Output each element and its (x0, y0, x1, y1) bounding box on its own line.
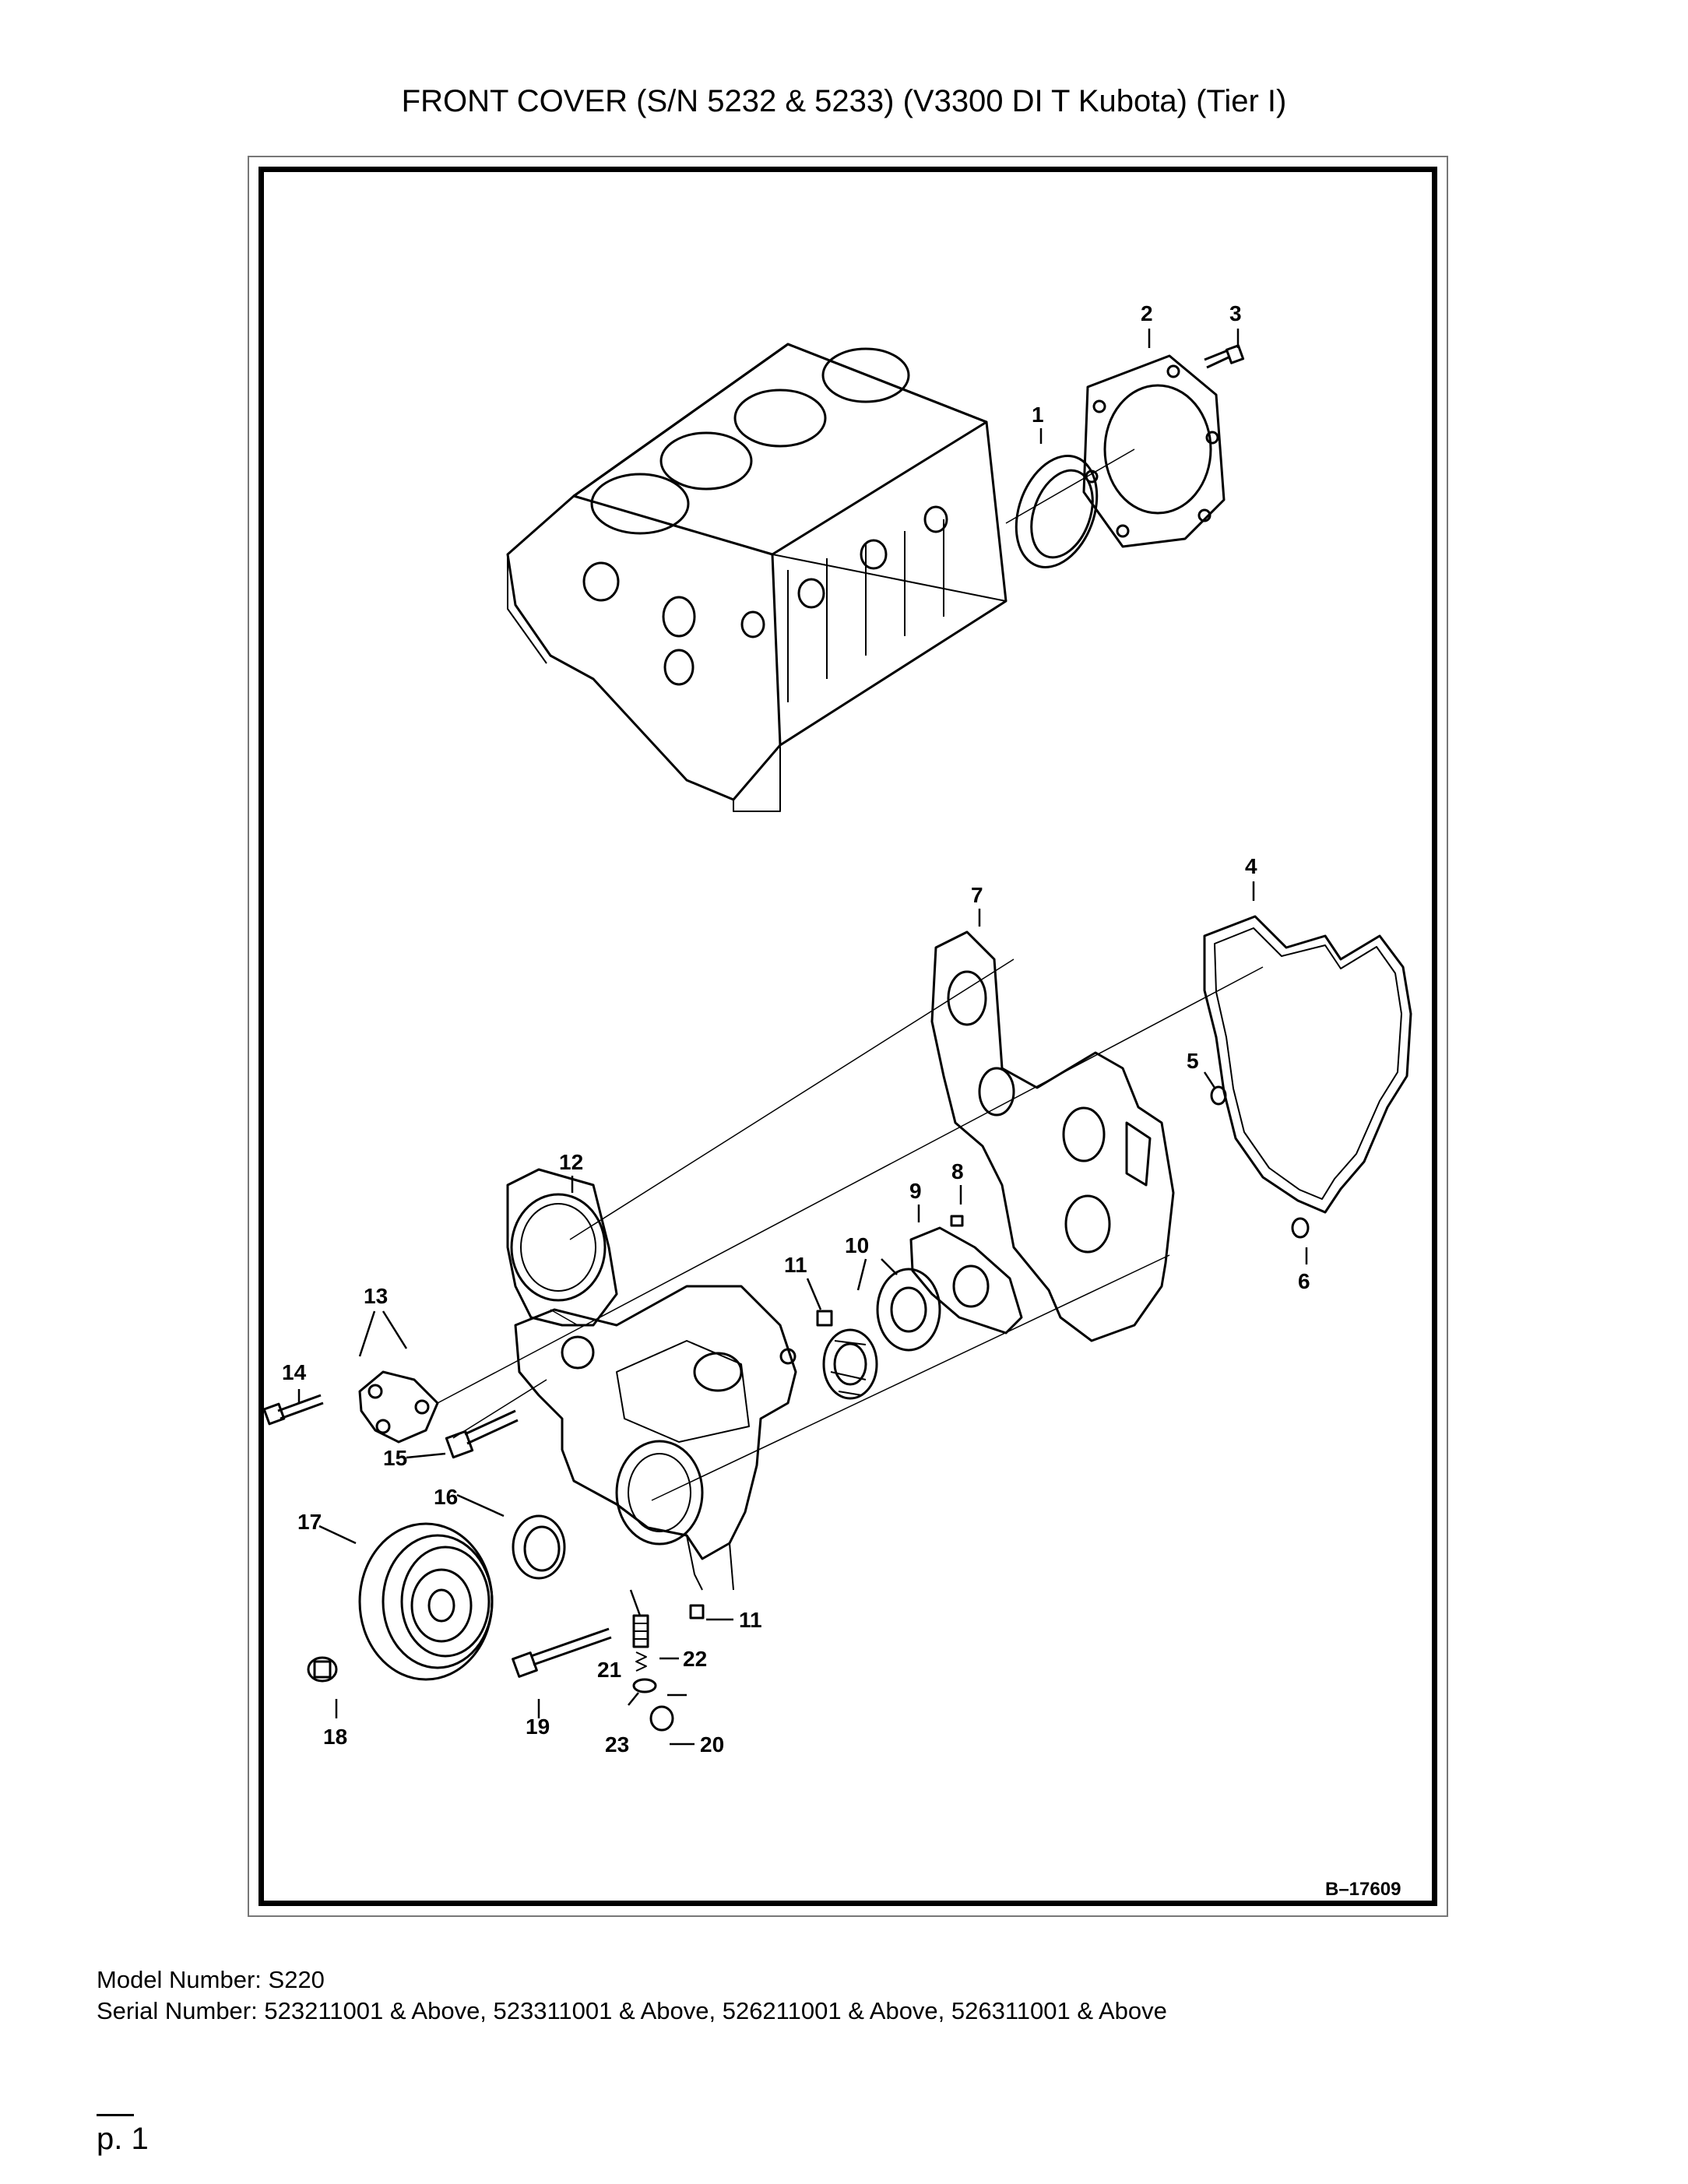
exploded-parts-diagram: 1 2 3 4 5 6 7 8 9 10 11 11 12 13 14 15 1… (258, 167, 1437, 1906)
page-number: p. 1 (97, 2122, 149, 2156)
callout-8: 8 (951, 1159, 964, 1183)
o-ring-upper (1210, 1085, 1227, 1106)
figure-id: B–17609 (1325, 1879, 1401, 1900)
pulley-bolt (307, 1656, 338, 1683)
callout-10: 10 (845, 1233, 869, 1257)
diagram-canvas: 1 2 3 4 5 6 7 8 9 10 11 11 12 13 14 15 1… (264, 301, 1412, 1900)
callout-17: 17 (297, 1510, 322, 1534)
relief-valve-plug (632, 1614, 674, 1732)
engine-block (506, 343, 1008, 812)
callout-13: 13 (364, 1284, 388, 1308)
callout-11-upper: 11 (784, 1253, 807, 1277)
page-rule (97, 2114, 134, 2116)
callout-22: 22 (683, 1647, 707, 1671)
long-bolt (512, 1627, 612, 1678)
front-gear-case (514, 1285, 797, 1591)
rear-oil-seal (1015, 455, 1099, 568)
callout-18: 18 (323, 1725, 347, 1749)
callout-15: 15 (383, 1446, 407, 1470)
callout-11-lower: 11 (739, 1608, 762, 1632)
callout-20: 20 (700, 1732, 724, 1757)
callout-7: 7 (971, 883, 983, 907)
bracket-bolt (264, 1394, 324, 1426)
callout-4: 4 (1245, 854, 1257, 878)
oil-pump-cover (909, 1226, 1023, 1335)
seal-housing (1082, 354, 1226, 548)
cover-bolt (445, 1409, 519, 1459)
callout-3: 3 (1229, 301, 1242, 325)
callout-21: 21 (597, 1658, 621, 1682)
model-number: Model Number: S220 (97, 1966, 325, 1993)
oil-pump-rotor (822, 1268, 941, 1400)
gear-case-plate (930, 930, 1175, 1342)
plug-upper (816, 1310, 833, 1327)
cover-screw (950, 1215, 964, 1227)
callout-12: 12 (559, 1150, 583, 1174)
callout-23: 23 (605, 1732, 629, 1757)
serial-number: Serial Number: 523211001 & Above, 523311… (97, 1997, 1167, 2024)
callout-2: 2 (1141, 301, 1153, 325)
gear-case-upper (506, 1168, 618, 1327)
o-ring-lower (1291, 1217, 1310, 1239)
callout-1: 1 (1032, 403, 1044, 427)
crankshaft-pulley (358, 1522, 494, 1681)
front-gasket (1203, 915, 1412, 1214)
callout-6: 6 (1298, 1269, 1310, 1293)
leader-lines (297, 329, 1308, 1746)
callout-14: 14 (282, 1360, 307, 1384)
callout-5: 5 (1187, 1049, 1199, 1073)
bracket (358, 1370, 439, 1444)
callout-9: 9 (909, 1179, 922, 1203)
plug-lower (689, 1604, 705, 1620)
front-oil-seal (512, 1514, 566, 1580)
figure-frame: 1 2 3 4 5 6 7 8 9 10 11 11 12 13 14 15 1… (248, 156, 1448, 1917)
alignment-lines (437, 448, 1264, 1501)
page-title: FRONT COVER (S/N 5232 & 5233) (V3300 DI … (401, 84, 1287, 118)
callout-16: 16 (434, 1485, 458, 1509)
housing-bolt (1204, 344, 1245, 369)
callout-19: 19 (526, 1714, 550, 1739)
